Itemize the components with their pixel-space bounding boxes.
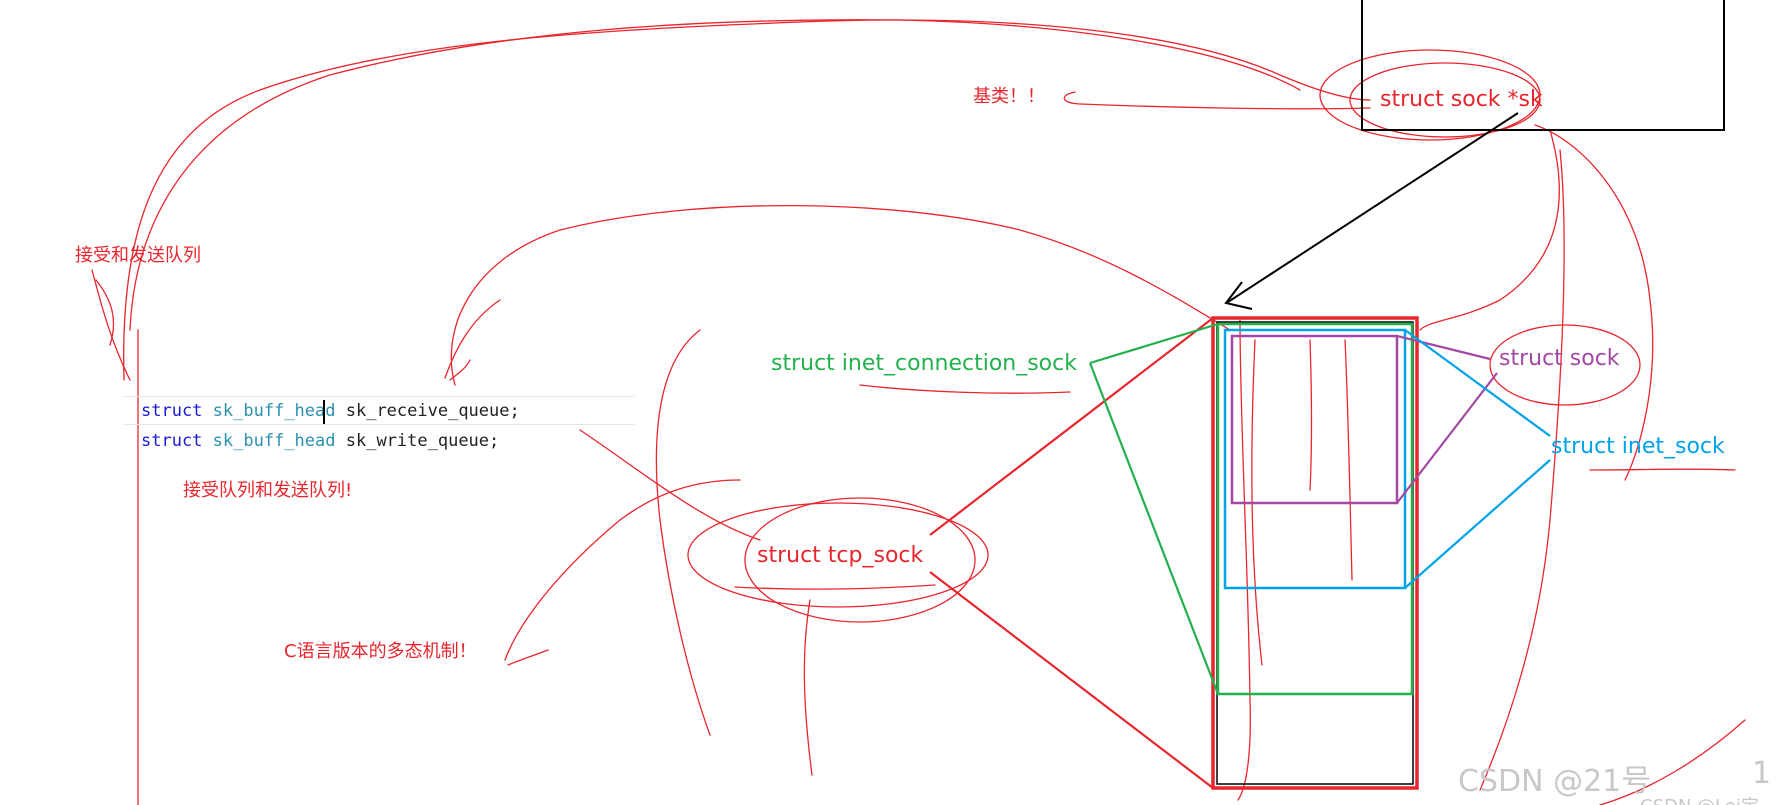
- scribble-code-to-c-label: [504, 479, 741, 661]
- watermark-number: 1: [1752, 756, 1772, 791]
- connectors-inet-sock: [1404, 329, 1551, 589]
- connectors-tcp: [929, 317, 1214, 789]
- scribble-sk-down-2: [1479, 149, 1565, 791]
- freehand-scribbles: [91, 19, 1746, 805]
- box-inet-sock: [1223, 328, 1407, 590]
- label-struct-sock: struct sock: [1499, 346, 1620, 371]
- scribble-top-arc-2: [129, 19, 1301, 331]
- code-line-write-queue: struct sk_buff_head sk_write_queue;: [141, 427, 499, 455]
- label-recv-send-queue-top: 接受和发送队列: [75, 245, 201, 266]
- scribble-sk-down-right: [1534, 124, 1654, 481]
- scribble-mid-arc: [450, 204, 1231, 386]
- scribble-tcp-ellipse-1: [744, 497, 976, 623]
- code-keyword: struct: [141, 401, 203, 421]
- scribble-top-arc: [123, 19, 1371, 381]
- scribble-inside-2: [1309, 339, 1313, 491]
- watermark-main: CSDN @21号: [1458, 764, 1652, 799]
- code-keyword: struct: [141, 431, 203, 451]
- code-row-separator-2: [123, 424, 635, 425]
- label-struct-inet-connection-sock: struct inet_connection_sock: [771, 351, 1077, 376]
- box-inet-connection-sock: [1216, 322, 1414, 696]
- watermark-sub: CSDN @Lei宝: [1640, 792, 1759, 805]
- scribble-tcp-bottom: [734, 584, 936, 590]
- connectors-struct-sock: [1396, 334, 1498, 504]
- scribble-inside-4: [1237, 319, 1251, 801]
- scribble-inet-sock-underline: [1589, 468, 1736, 471]
- code-member: sk_write_queue;: [335, 431, 500, 451]
- scribble-base-class-hook: [1063, 91, 1371, 110]
- label-c-polymorphism: C语言版本的多态机制！: [284, 641, 477, 662]
- sk-box: [1361, 0, 1725, 131]
- box-struct-sock: [1230, 334, 1399, 505]
- connectors-inet-connection: [1088, 322, 1220, 695]
- code-member: sk_receive_queue;: [335, 401, 520, 421]
- code-type: sk_buff_head: [212, 401, 336, 421]
- scribble-conn-sock-underline: [859, 384, 1071, 394]
- scribble-tcp-down: [803, 599, 813, 776]
- label-struct-sock-sk: struct sock *sk: [1380, 87, 1543, 112]
- code-type: sk_buff_head: [212, 431, 336, 451]
- scribble-struct-sock-ellipse: [1489, 324, 1641, 406]
- scribble-left-loop: [91, 269, 131, 381]
- scribble-sk-ellipse-2: [1319, 49, 1541, 141]
- scribble-c-label-hook: [507, 649, 549, 666]
- scribble-mid-arc-2: [444, 299, 501, 381]
- code-row-separator-1: [123, 396, 635, 397]
- label-struct-inet-sock: struct inet_sock: [1551, 434, 1725, 459]
- scribble-tcp-curve: [655, 329, 711, 736]
- box-tcp-sock: [1211, 316, 1419, 790]
- arrow-sk-to-tcp-box: [1224, 112, 1519, 310]
- scribble-bottom-right: [1599, 719, 1746, 805]
- label-recv-send-queue-bottom: 接受队列和发送队列!: [183, 480, 353, 501]
- text-cursor: [323, 400, 325, 424]
- scribble-sk-down: [1419, 129, 1560, 331]
- scribble-inside-3: [1344, 339, 1353, 581]
- scribble-inside-1: [1251, 339, 1263, 666]
- label-base-class: 基类！！: [973, 86, 1045, 107]
- scribble-tcp-ellipse-2: [687, 502, 989, 608]
- scribble-code-to-tcp: [579, 429, 761, 541]
- code-line-receive-queue: struct sk_buff_head sk_receive_queue;: [141, 397, 520, 425]
- label-struct-tcp-sock: struct tcp_sock: [757, 543, 924, 568]
